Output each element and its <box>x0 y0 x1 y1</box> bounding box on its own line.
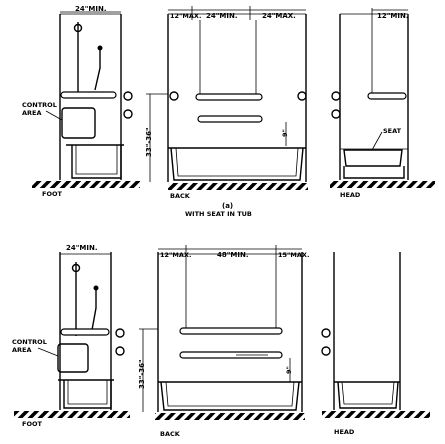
top-back-wall-panel: 12"MAX. 24"MIN. 24"MAX. 9" 33"-36" BACK <box>145 6 308 200</box>
top-back-dim-center: 24"MIN. <box>206 12 237 20</box>
bottom-foot-dim-label: 24"MIN. <box>66 244 97 252</box>
bottom-back-height-dim: 33"-36" <box>138 359 146 389</box>
top-foot-dim-label: 24"MIN. <box>75 5 106 13</box>
top-seat-label: SEAT <box>383 127 402 135</box>
bottom-control-area-box <box>57 343 89 373</box>
top-back-label: BACK <box>170 192 191 200</box>
top-head-wall-panel: 12"MIN. SEAT HEAD <box>330 8 435 199</box>
bottom-back-grab-dim: 9" <box>285 366 293 374</box>
bottom-foot-grab-bar <box>60 328 110 336</box>
top-back-lower-grab-bar <box>197 115 263 123</box>
bottom-showerhead-icon <box>71 263 81 273</box>
top-back-height-dim: 33"-36" <box>145 127 153 157</box>
caption-text: WITH SEAT IN TUB <box>185 210 252 218</box>
bottom-back-label: BACK <box>160 430 181 438</box>
top-foot-label: FOOT <box>42 190 62 198</box>
top-head-grab-bar <box>367 92 407 100</box>
top-head-dim-label: 12"MIN. <box>377 12 408 20</box>
top-showerhead-icon <box>73 23 83 33</box>
top-head-label: HEAD <box>340 191 361 199</box>
top-control-label-2: AREA <box>22 109 42 117</box>
bottom-back-upper-grab-bar <box>179 327 283 335</box>
bottom-control-label-1: CONTROL <box>12 338 47 346</box>
bottom-head-label: HEAD <box>334 428 355 436</box>
top-back-dim-left: 12"MAX. <box>170 12 201 20</box>
bottom-back-wall-panel: 12"MAX. 48"MIN. 15"MAX. 9" 33"-36" BACK <box>138 245 309 438</box>
bottom-foot-wall-panel: 24"MIN. CONTROL AREA FOOT <box>12 244 130 428</box>
top-control-area-box <box>61 107 96 139</box>
bottom-control-label-2: AREA <box>12 346 32 354</box>
top-foot-wall-panel: 24"MIN. CONTROL AREA FOOT <box>22 5 140 198</box>
bottom-head-wall-panel: HEAD <box>321 252 430 436</box>
bottom-back-lower-grab-bar <box>179 351 283 359</box>
caption-letter: (a) <box>222 202 233 210</box>
top-back-grab-dim: 9" <box>281 129 289 137</box>
bottom-foot-label: FOOT <box>22 420 42 428</box>
bottom-back-dim-right: 15"MAX. <box>278 251 309 259</box>
top-foot-grab-bar <box>60 91 117 99</box>
bottom-back-dim-center: 48"MIN. <box>217 251 248 259</box>
top-control-label-1: CONTROL <box>22 101 57 109</box>
bottom-back-dim-left: 12"MAX. <box>160 251 191 259</box>
top-back-dim-right: 24"MAX. <box>262 12 296 20</box>
top-back-upper-grab-bar <box>195 93 263 101</box>
